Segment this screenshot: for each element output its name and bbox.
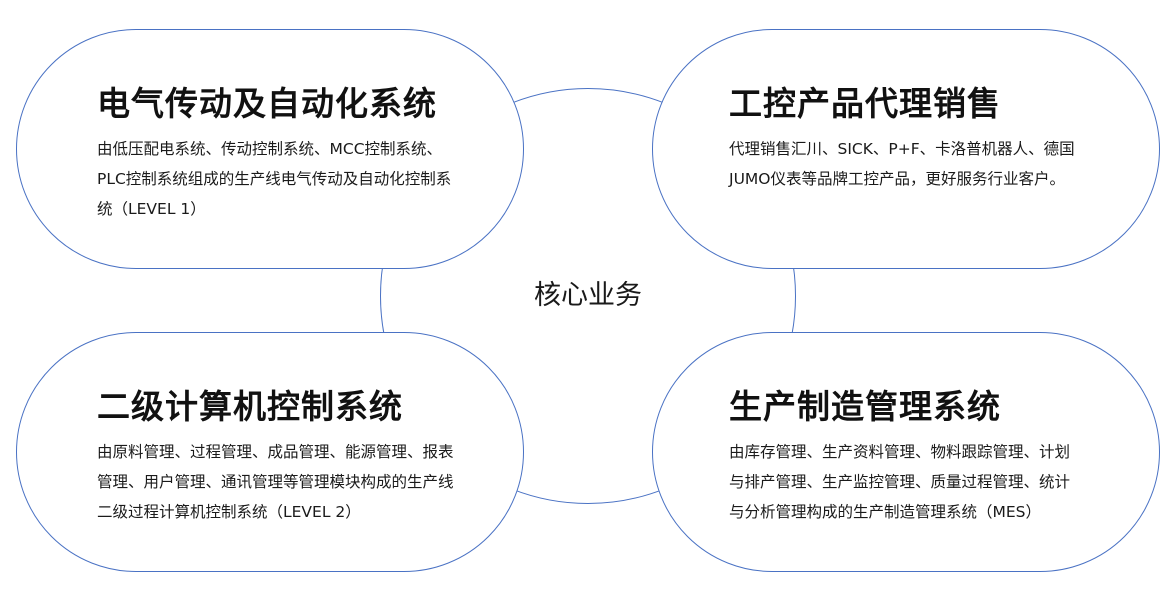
card-description: 由原料管理、过程管理、成品管理、能源管理、报表管理、用户管理、通讯管理等管理模块…	[97, 443, 454, 521]
card-industrial-control-agency-sales: 工控产品代理销售 代理销售汇川、SICK、P+F、卡洛普机器人、德国JUMO仪表…	[652, 29, 1160, 269]
card-title: 生产制造管理系统	[729, 387, 1001, 426]
card-electrical-drive-automation: 电气传动及自动化系统 由低压配电系统、传动控制系统、MCC控制系统、PLC控制系…	[16, 29, 524, 269]
card-title: 工控产品代理销售	[729, 84, 1001, 123]
card-level2-computer-control: 二级计算机控制系统 由原料管理、过程管理、成品管理、能源管理、报表管理、用户管理…	[16, 332, 524, 572]
card-description: 代理销售汇川、SICK、P+F、卡洛普机器人、德国JUMO仪表等品牌工控产品，更…	[729, 140, 1075, 188]
core-business-label: 核心业务	[534, 280, 642, 311]
card-title: 二级计算机控制系统	[97, 387, 403, 426]
card-manufacturing-execution-system: 生产制造管理系统 由库存管理、生产资料管理、物料跟踪管理、计划与排产管理、生产监…	[652, 332, 1160, 572]
card-title: 电气传动及自动化系统	[97, 84, 437, 123]
card-description: 由低压配电系统、传动控制系统、MCC控制系统、PLC控制系统组成的生产线电气传动…	[97, 140, 452, 218]
card-description: 由库存管理、生产资料管理、物料跟踪管理、计划与排产管理、生产监控管理、质量过程管…	[729, 443, 1071, 521]
